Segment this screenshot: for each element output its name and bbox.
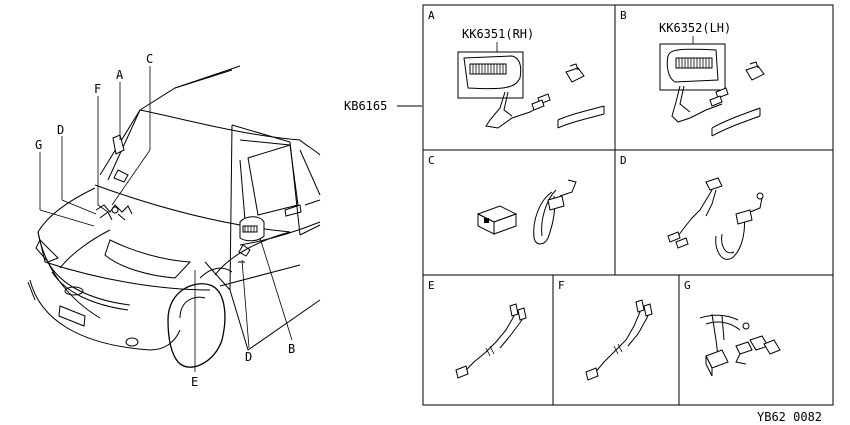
cell-f-letter: F [558,279,565,292]
cell-e: E [428,279,527,379]
cell-c: C [428,154,577,245]
cell-d: D [620,154,764,260]
parts-grid [422,4,834,406]
callout-label-f: F [94,82,101,96]
cell-b: B KK6352(LH) [620,9,765,137]
callout-label-d-side: D [245,350,252,364]
cell-g: G [684,279,781,377]
cell-a-letter: A [428,9,435,22]
cell-e-letter: E [428,279,435,292]
cell-d-letter: D [620,154,627,167]
cell-b-part-number: KK6352(LH) [659,21,731,35]
cell-a: A KK6351(RH) [428,9,605,129]
callout-label-g: G [35,138,42,152]
cell-b-part-box [659,43,726,91]
callout-label-e: E [191,375,198,389]
assembly-code-label: KB6165 [344,99,387,113]
callout-label-c: C [146,52,153,66]
callout-label-d-front: D [57,123,64,137]
cell-a-part-number: KK6351(RH) [462,27,534,41]
callout-label-b: B [288,342,295,356]
cell-f: F [558,279,653,381]
cell-c-letter: C [428,154,435,167]
car-callout-lines [39,66,293,372]
cell-a-part-box [457,51,524,99]
cell-b-letter: B [620,9,627,22]
callout-label-a: A [116,68,124,82]
diagram-reference-code: YB62 0082 [757,410,822,424]
car-illustration [27,65,321,368]
cell-g-letter: G [684,279,691,292]
